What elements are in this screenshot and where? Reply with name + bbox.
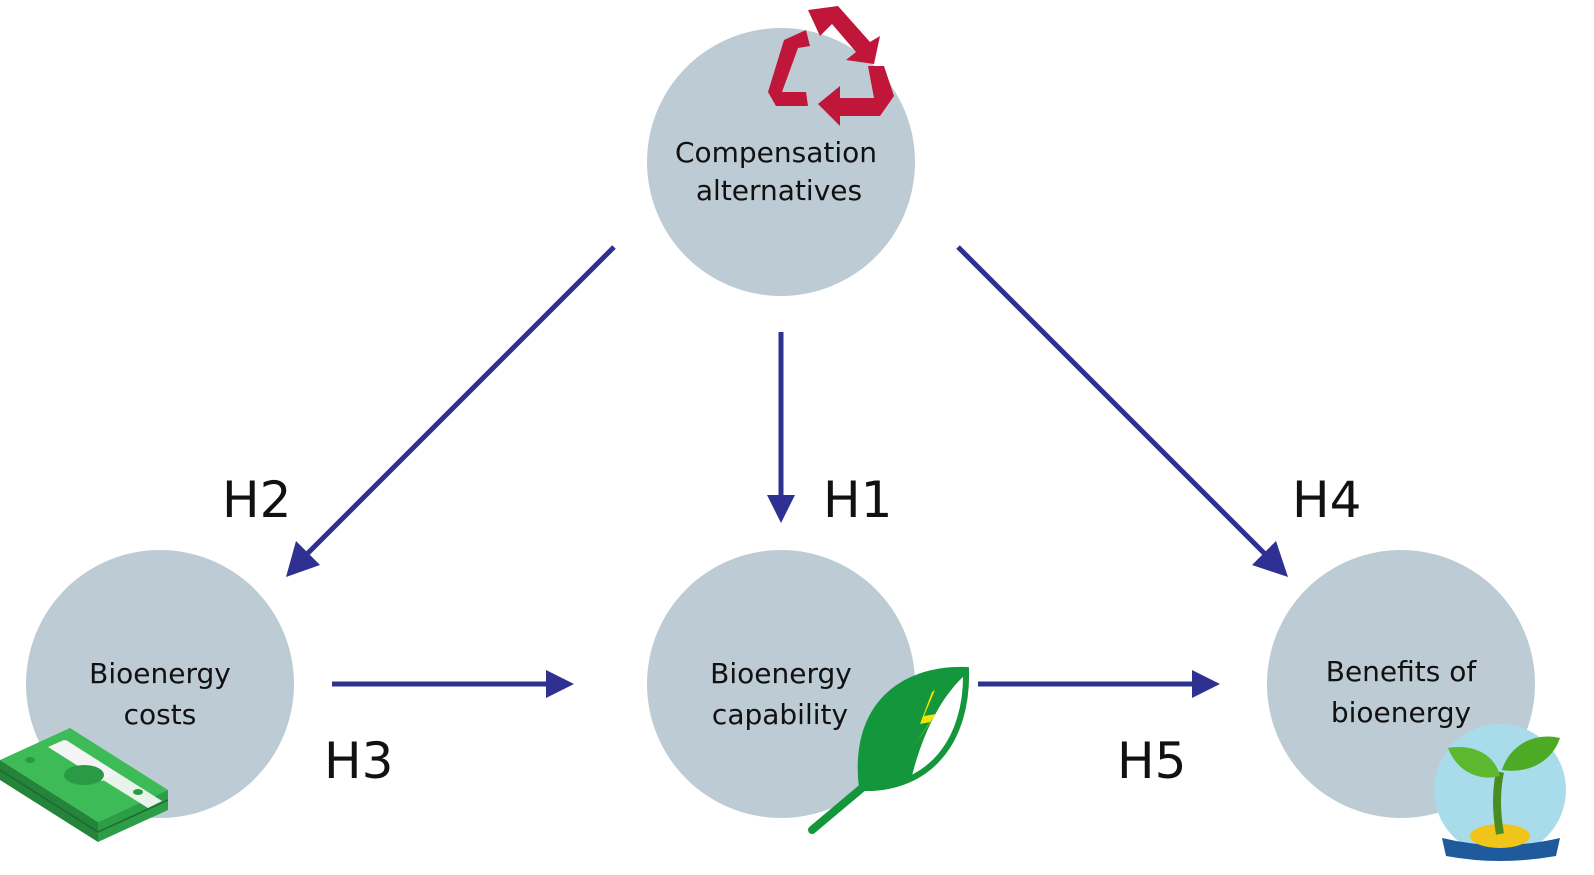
hypothesis-label-h5: H5 [1117,732,1186,790]
seedling-icon [1434,724,1566,861]
money-stack-icon [0,728,169,842]
hypothesis-label-h2: H2 [222,471,291,529]
costs-label-line2: costs [124,698,197,731]
compensation-label-line2: alternatives [696,174,862,207]
hypothesis-label-h1: H1 [823,471,892,529]
compensation-label-line1: Compensation [675,136,877,169]
capability-label-line1: Bioenergy [710,657,852,690]
benefits-label-line1: Benefits of [1326,655,1478,688]
hypothesis-label-h4: H4 [1292,471,1361,529]
leaf-lightning-icon [808,666,970,834]
recycle-icon [768,6,894,126]
capability-node [647,550,915,818]
arrow-h1 [767,332,795,523]
benefits-label-line2: bioenergy [1331,696,1471,729]
arrow-h3 [332,670,574,698]
arrow-h4 [956,245,1288,577]
arrow-h5 [978,670,1220,698]
hypothesis-label-h3: H3 [324,732,393,790]
compensation-node [647,28,915,296]
capability-label-line2: capability [712,698,848,731]
arrow-h2 [286,245,616,577]
costs-label-line1: Bioenergy [89,657,231,690]
